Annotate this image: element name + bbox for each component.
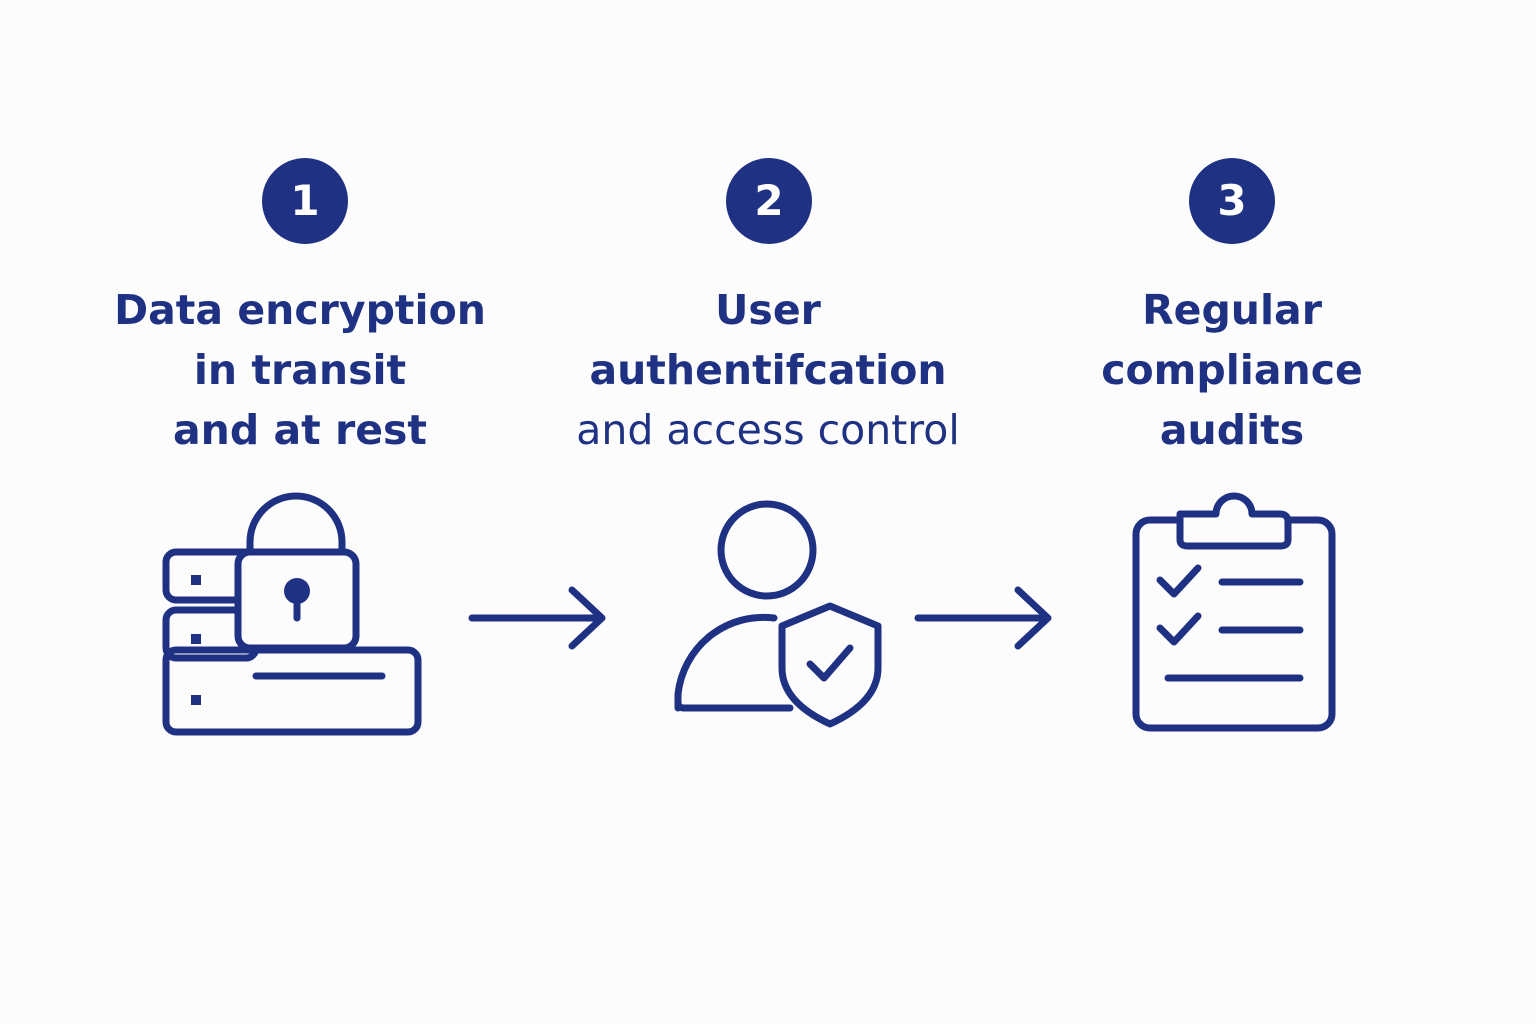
step-2-number: 2	[754, 176, 784, 225]
arrow-right-icon	[914, 586, 1052, 650]
shield-outline	[778, 602, 882, 728]
server-light-top	[191, 575, 201, 585]
step-2-title-line-3: and access control	[576, 406, 960, 454]
user-shield-icon	[674, 500, 882, 728]
step-3-title-line-2: compliance	[1101, 346, 1363, 394]
user-body	[674, 613, 794, 712]
step-1-title-line-3: and at rest	[172, 406, 428, 454]
step-2-title-line-1: User	[715, 286, 821, 334]
step-3-number: 3	[1217, 176, 1247, 225]
checklist-check-2	[1156, 612, 1202, 646]
clipboard-checklist-icon	[1132, 492, 1336, 732]
checklist-check-1	[1156, 564, 1202, 598]
step-1-badge: 1	[262, 158, 348, 244]
server-light-bottom	[191, 695, 201, 705]
step-3-title-line-1: Regular	[1142, 286, 1322, 334]
user-head	[717, 500, 817, 600]
step-1-title-line-2: in transit	[193, 346, 407, 394]
arrow-right-icon	[468, 586, 606, 650]
lock-shackle	[246, 492, 346, 558]
step-2-title: User authentifcation and access control	[548, 280, 988, 460]
shield-check	[806, 644, 854, 682]
step-2-badge: 2	[726, 158, 812, 244]
clipboard-clip	[1176, 492, 1292, 550]
step-1-number: 1	[290, 176, 320, 225]
step-1-title-line-1: Data encryption	[114, 286, 486, 334]
step-1-title: Data encryption in transit and at rest	[80, 280, 520, 460]
step-3-badge: 3	[1189, 158, 1275, 244]
step-3-title: Regular compliance audits	[1012, 280, 1452, 460]
server-light-middle	[191, 634, 201, 644]
server-block-bottom	[162, 646, 422, 736]
clipboard-board	[1132, 516, 1336, 732]
server-lock-icon	[162, 492, 422, 736]
step-2-title-line-2: authentifcation	[589, 346, 947, 394]
step-3-title-line-3: audits	[1159, 406, 1305, 454]
